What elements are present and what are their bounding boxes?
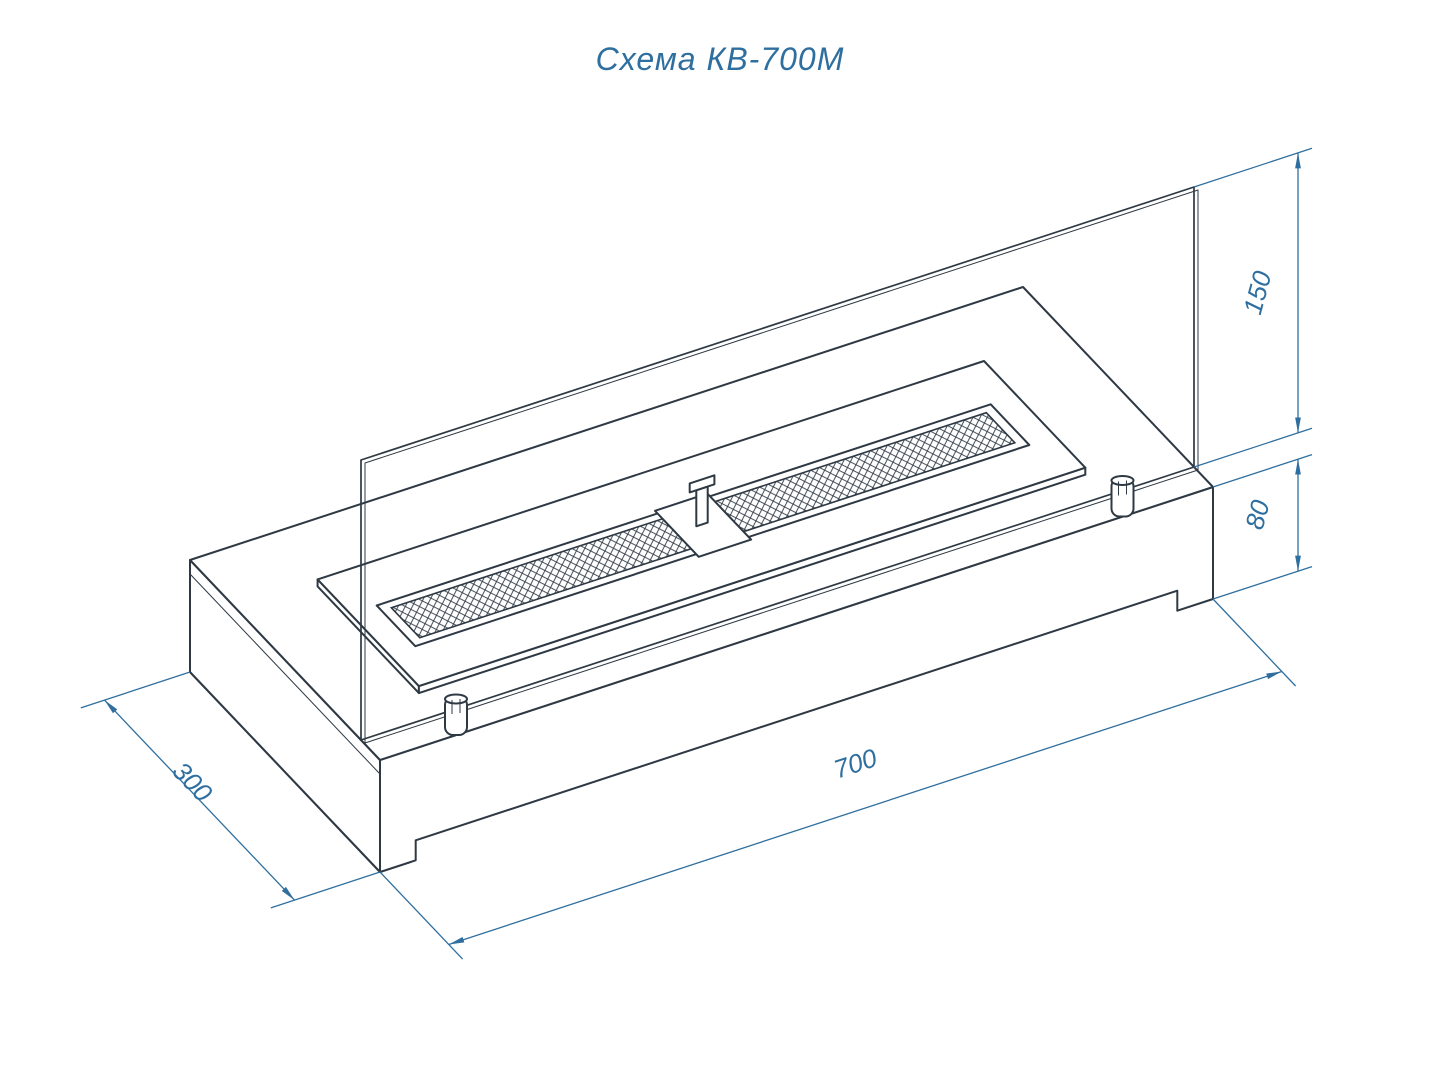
left-end-bend-line bbox=[189, 573, 381, 775]
damper-handle-cap bbox=[688, 474, 716, 494]
extension-line bbox=[1193, 147, 1313, 188]
burner-insert-plate bbox=[316, 360, 1087, 695]
extension-line bbox=[80, 671, 191, 709]
dimension-body-height: 80 bbox=[1212, 453, 1313, 600]
damper-slider-plate bbox=[654, 492, 753, 558]
extension-line bbox=[1212, 453, 1313, 488]
glass-clamp-left bbox=[444, 693, 468, 736]
extension-line bbox=[1193, 427, 1313, 468]
dimension-label-glass-height: 150 bbox=[1237, 267, 1277, 317]
dimension-line bbox=[104, 699, 295, 901]
dimension-label-length: 700 bbox=[830, 742, 881, 784]
dimension-label-depth: 300 bbox=[167, 756, 219, 808]
extension-line bbox=[379, 871, 464, 960]
dimension-line bbox=[448, 670, 1283, 946]
extension-line bbox=[1212, 565, 1313, 600]
dimension-glass-height: 150 bbox=[1193, 147, 1313, 468]
extension-line bbox=[270, 871, 381, 909]
clamp-top bbox=[444, 693, 468, 705]
dimension-label-body-height: 80 bbox=[1239, 496, 1276, 532]
damper-handle-stem bbox=[695, 485, 709, 528]
clamp-top bbox=[1110, 475, 1135, 486]
extension-line bbox=[1212, 598, 1297, 687]
drawing-title: Схема КВ-700М bbox=[596, 41, 845, 77]
glass-clamp-right bbox=[1110, 475, 1135, 518]
glass-panel-thickness bbox=[364, 189, 1199, 744]
